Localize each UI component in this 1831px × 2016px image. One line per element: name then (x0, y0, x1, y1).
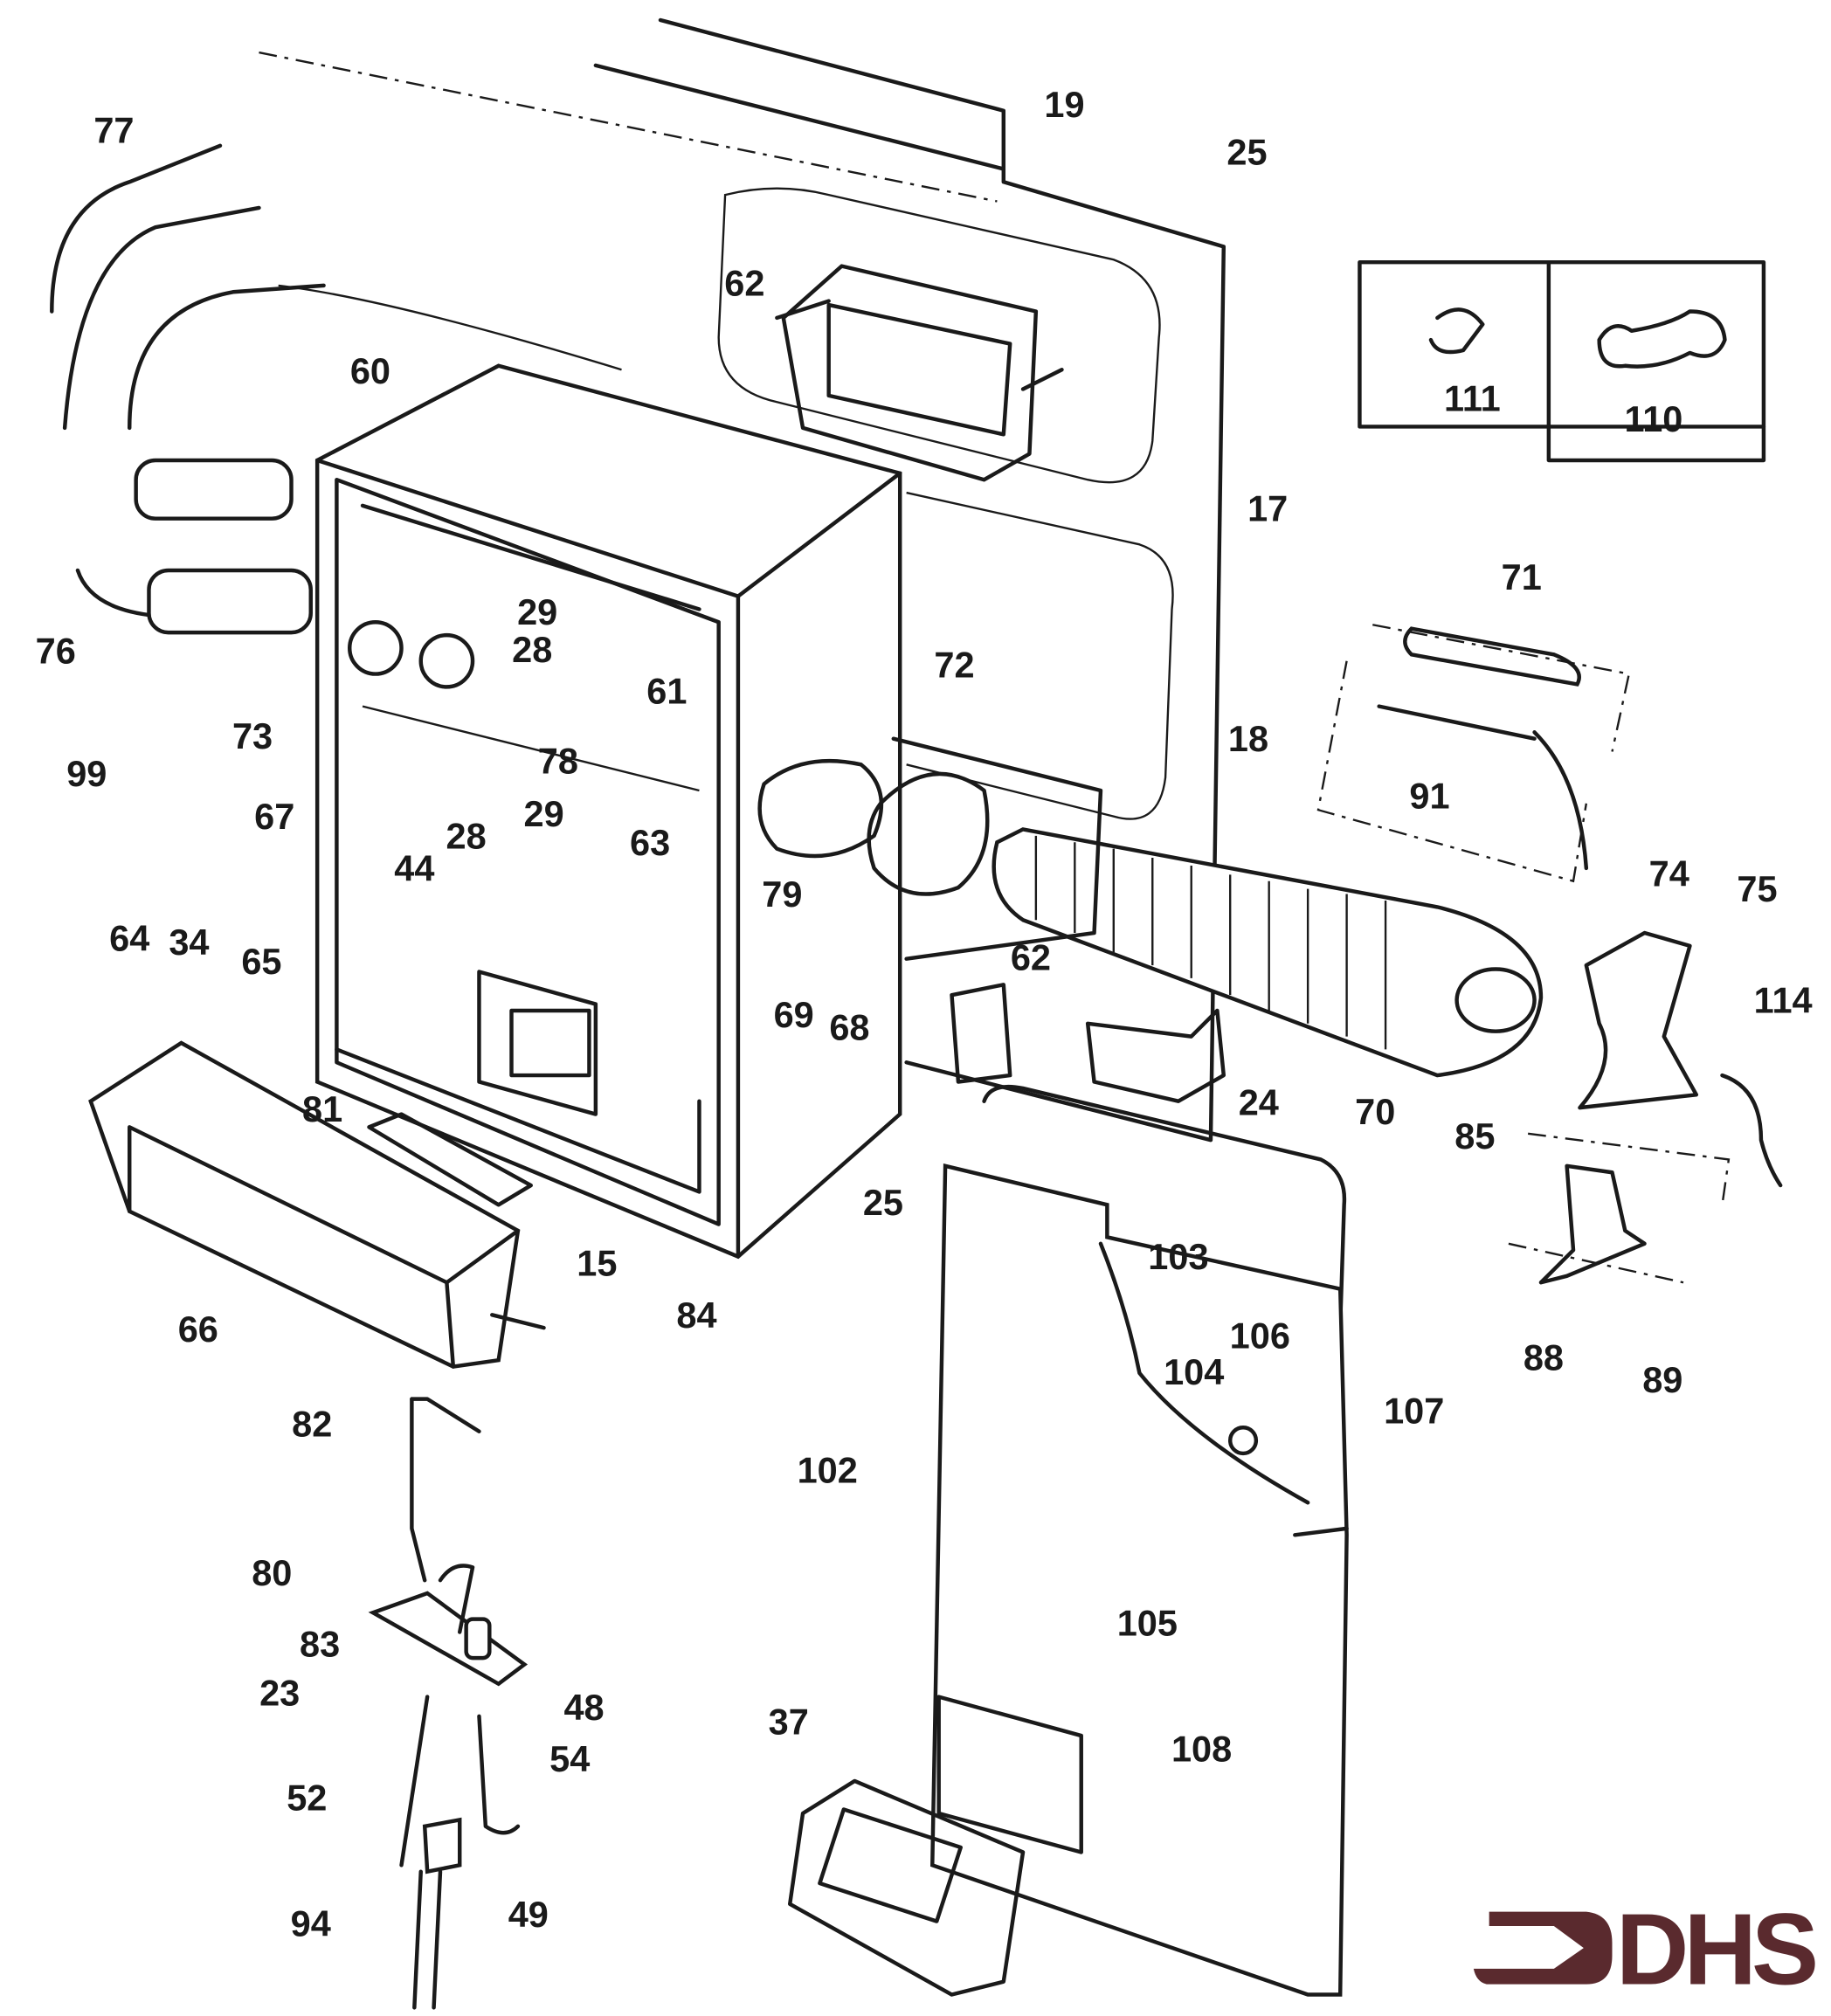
part-label-94: 94 (291, 1903, 331, 1944)
part-label-84: 84 (676, 1295, 716, 1336)
part-label-48: 48 (563, 1687, 604, 1728)
part-label-81: 81 (302, 1088, 342, 1129)
part-label-78: 78 (538, 740, 578, 781)
part-label-63: 63 (630, 822, 670, 863)
tank-housing (314, 363, 902, 1260)
part-label-64: 64 (109, 917, 149, 958)
pilot-assembly (368, 1397, 529, 2010)
part-label-68: 68 (829, 1007, 869, 1048)
part-label-105: 105 (1117, 1603, 1178, 1644)
part-label-54: 54 (549, 1738, 590, 1779)
part-label-28: 28 (512, 629, 552, 670)
rear-panel (259, 17, 1226, 1143)
pipe-fitting (134, 458, 313, 635)
part-label-24: 24 (1239, 1082, 1279, 1123)
part-label-25: 25 (863, 1182, 903, 1223)
part-label-77: 77 (93, 109, 134, 150)
heat-exchanger-tube (891, 736, 1544, 1078)
part-label-52: 52 (287, 1778, 327, 1819)
access-door (787, 1084, 1349, 1997)
part-label-37: 37 (769, 1701, 809, 1742)
part-label-88: 88 (1524, 1337, 1564, 1378)
support-bracket (950, 983, 1226, 1103)
part-label-70: 70 (1355, 1091, 1395, 1132)
part-label-82: 82 (292, 1403, 332, 1444)
part-label-110: 110 (1624, 398, 1682, 439)
part-label-44: 44 (394, 847, 434, 888)
part-label-65: 65 (241, 941, 281, 982)
part-label-17: 17 (1247, 487, 1288, 528)
part-number-labels: 7719256211111060177129287673726118789991… (36, 84, 1813, 1944)
dhs-logo: DHS (1473, 1893, 1821, 2006)
part-label-111: 111 (1444, 377, 1501, 418)
part-label-72: 72 (934, 645, 974, 686)
arrow-logo-mark (1473, 1911, 1613, 1985)
part-label-28: 28 (446, 815, 487, 856)
part-label-102: 102 (798, 1450, 858, 1491)
anode-rod (1316, 624, 1631, 883)
water-pipes (50, 143, 326, 635)
part-label-106: 106 (1230, 1315, 1290, 1357)
part-label-85: 85 (1454, 1115, 1495, 1156)
part-label-29: 29 (523, 793, 563, 834)
part-label-60: 60 (350, 350, 390, 391)
part-label-19: 19 (1044, 84, 1084, 125)
part-label-108: 108 (1171, 1728, 1232, 1769)
part-label-74: 74 (1649, 853, 1689, 894)
part-label-18: 18 (1228, 718, 1268, 759)
part-label-25: 25 (1226, 132, 1267, 173)
part-label-73: 73 (232, 715, 273, 756)
part-label-103: 103 (1148, 1236, 1208, 1277)
part-label-114: 114 (1754, 980, 1813, 1021)
part-label-107: 107 (1384, 1391, 1444, 1432)
flue-gasket (775, 264, 1064, 482)
gasket-ring (867, 771, 990, 896)
inset-parts-box (1358, 259, 1766, 463)
part-label-23: 23 (259, 1673, 300, 1714)
part-label-91: 91 (1409, 775, 1449, 816)
part-label-62: 62 (1011, 937, 1051, 978)
part-label-69: 69 (774, 994, 814, 1035)
part-label-67: 67 (254, 796, 294, 837)
part-label-66: 66 (178, 1308, 218, 1350)
part-label-89: 89 (1642, 1359, 1682, 1400)
mounting-bracket (1508, 930, 1783, 1285)
part-label-61: 61 (646, 670, 687, 711)
part-label-71: 71 (1502, 556, 1542, 597)
part-label-34: 34 (169, 922, 209, 963)
part-label-99: 99 (66, 753, 107, 794)
part-label-75: 75 (1737, 868, 1777, 909)
part-label-76: 76 (36, 630, 76, 671)
part-label-79: 79 (762, 873, 802, 915)
part-label-83: 83 (300, 1623, 340, 1664)
part-label-62: 62 (724, 262, 764, 303)
logo-text: DHS (1616, 1893, 1815, 2006)
burner-tube (88, 1040, 546, 1369)
part-label-15: 15 (577, 1243, 617, 1284)
part-label-80: 80 (252, 1552, 292, 1593)
part-label-29: 29 (517, 591, 557, 632)
part-label-49: 49 (508, 1894, 549, 1935)
part-label-104: 104 (1164, 1351, 1224, 1392)
